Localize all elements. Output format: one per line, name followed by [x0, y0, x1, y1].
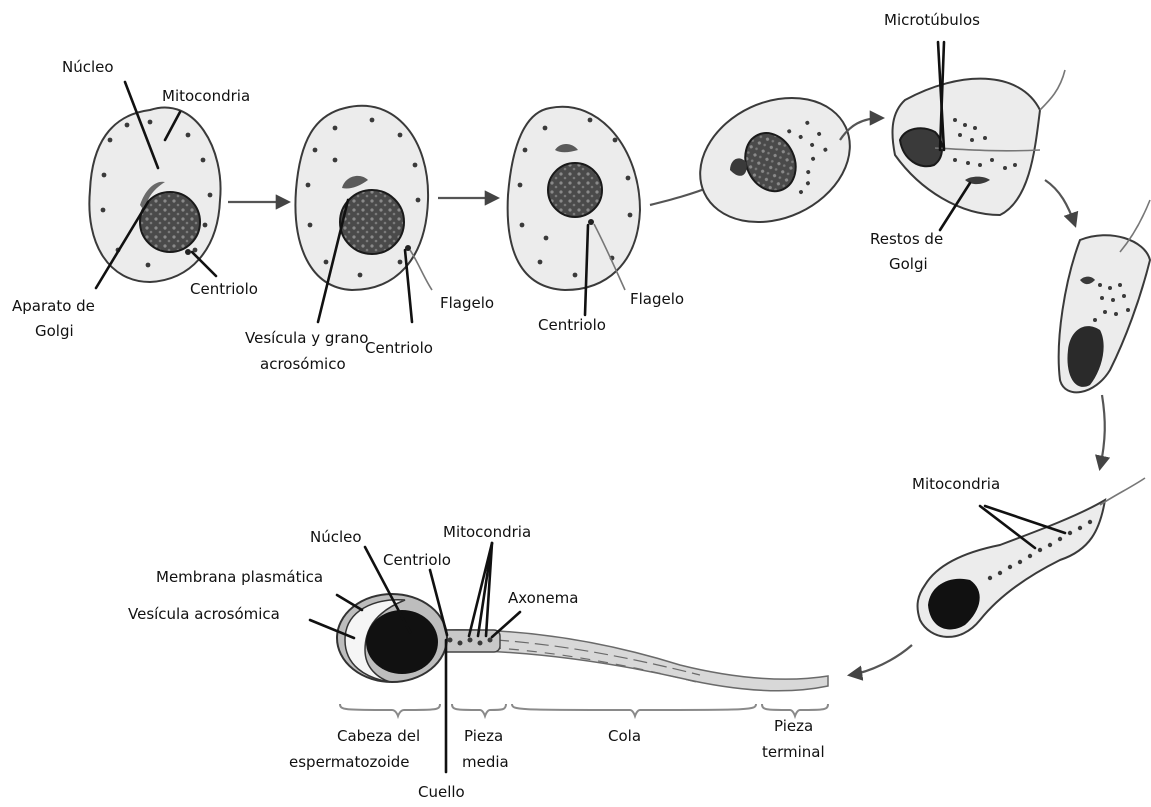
stage-6-cell	[1059, 200, 1150, 392]
mature-spermatozoon	[337, 594, 828, 691]
stage1-nucleus-label: Núcleo	[62, 58, 114, 76]
sperm-midpiece-label-line2: media	[462, 753, 509, 771]
stage1-golgi-label-line1: Aparato de	[12, 297, 95, 315]
head-brace	[340, 704, 440, 716]
stage-3-cell	[508, 107, 640, 290]
sperm-plasma-membrane-label: Membrana plasmática	[156, 568, 323, 586]
stage-1-cell	[89, 107, 220, 282]
sperm-nucleus-label: Núcleo	[310, 528, 362, 546]
sperm-neck-label: Cuello	[418, 783, 465, 801]
sperm-head-label-line2: espermatozoide	[289, 753, 410, 771]
sperm-end-piece-label-line2: terminal	[762, 743, 825, 761]
stage3-flagellum-label: Flagelo	[630, 290, 684, 308]
sperm-acrosomal-vesicle-label: Vesícula acrosómica	[128, 605, 280, 623]
sperm-tail-label: Cola	[608, 727, 641, 745]
stage2-vesicle-label-line1: Vesícula y grano	[245, 329, 368, 347]
nucleus-shape	[140, 192, 200, 252]
stage-7-cell	[918, 478, 1145, 637]
sperm-centriole-label: Centriolo	[383, 551, 451, 569]
sperm-midpiece-label-line1: Pieza	[464, 727, 503, 745]
stage2-flagellum-label: Flagelo	[440, 294, 494, 312]
nucleus-shape	[340, 190, 404, 254]
stage5-microtubules-label: Microtúbulos	[884, 11, 980, 29]
midpiece-brace	[452, 704, 506, 716]
end-piece-brace	[762, 704, 828, 716]
stage-4-cell	[680, 74, 870, 245]
stage2-vesicle-label-line2: acrosómico	[260, 355, 346, 373]
nucleus-shape	[548, 163, 602, 217]
stage2-centriole-label: Centriolo	[365, 339, 433, 357]
stage5-golgi-remains-label-line2: Golgi	[889, 255, 928, 273]
stage5-golgi-remains-label-line1: Restos de	[870, 230, 943, 248]
stage-2-cell	[295, 106, 432, 290]
sperm-mitochondria-label: Mitocondria	[443, 523, 531, 541]
stage1-mitochondria-label: Mitocondria	[162, 87, 250, 105]
stage3-centriole-label: Centriolo	[538, 316, 606, 334]
stage1-golgi-label-line2: Golgi	[35, 322, 74, 340]
stage-5-cell	[892, 70, 1065, 215]
stage1-centriole-label: Centriolo	[190, 280, 258, 298]
sperm-axoneme-label: Axonema	[508, 589, 578, 607]
stage7-mitochondria-label: Mitocondria	[912, 475, 1000, 493]
tail-brace	[512, 704, 756, 716]
sperm-end-piece-label-line1: Pieza	[774, 717, 813, 735]
sperm-head-label-line1: Cabeza del	[337, 727, 420, 745]
